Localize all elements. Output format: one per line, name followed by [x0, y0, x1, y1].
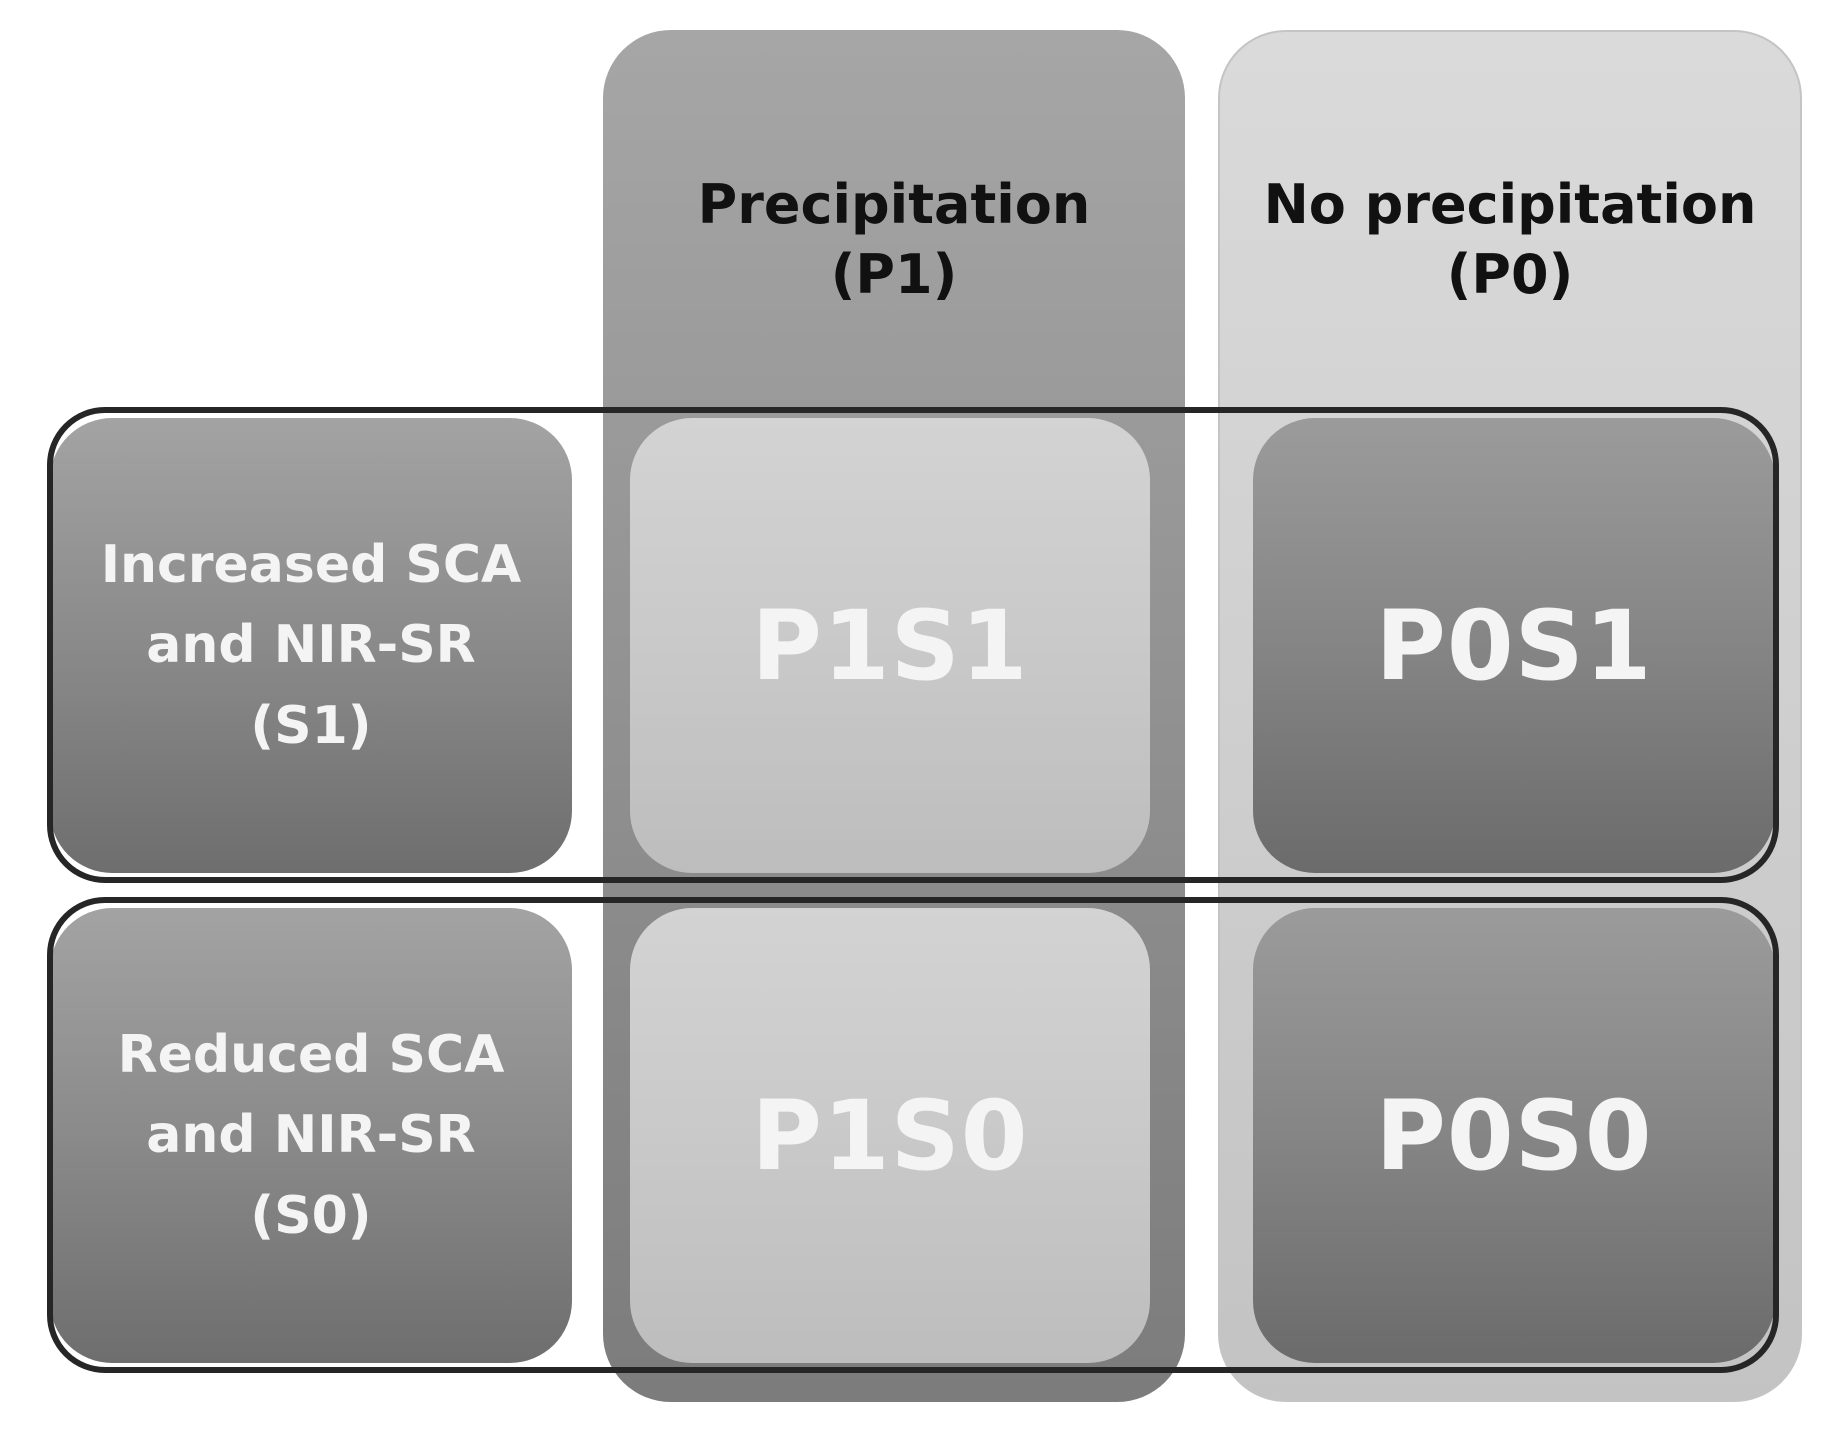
cell-label: P1S1	[751, 589, 1029, 702]
row-label-line: Increased SCA	[100, 534, 522, 595]
column-header-no-precipitation: No precipitation (P0)	[1218, 140, 1802, 340]
column-header-code: (P0)	[1446, 243, 1574, 306]
row-label-code: (S1)	[250, 695, 372, 756]
row-label-s0: Reduced SCA and NIR-SR (S0)	[50, 908, 572, 1363]
row-label-s1: Increased SCA and NIR-SR (S1)	[50, 418, 572, 873]
cell-label: P1S0	[751, 1079, 1029, 1192]
cell-p0s0: P0S0	[1253, 908, 1775, 1363]
row-label-line: Reduced SCA	[117, 1024, 505, 1085]
cell-label: P0S1	[1375, 589, 1653, 702]
cell-p1s1: P1S1	[630, 418, 1150, 873]
row-label-code: (S0)	[250, 1185, 372, 1246]
cell-p0s1: P0S1	[1253, 418, 1775, 873]
cell-label: P0S0	[1375, 1079, 1653, 1192]
row-label-line: and NIR-SR	[146, 615, 476, 676]
column-header-title: Precipitation	[697, 172, 1091, 236]
column-header-code: (P1)	[830, 243, 958, 306]
column-header-precipitation: Precipitation (P1)	[603, 140, 1185, 340]
cell-p1s0: P1S0	[630, 908, 1150, 1363]
row-label-line: and NIR-SR	[146, 1105, 476, 1166]
column-header-title: No precipitation	[1263, 172, 1757, 236]
